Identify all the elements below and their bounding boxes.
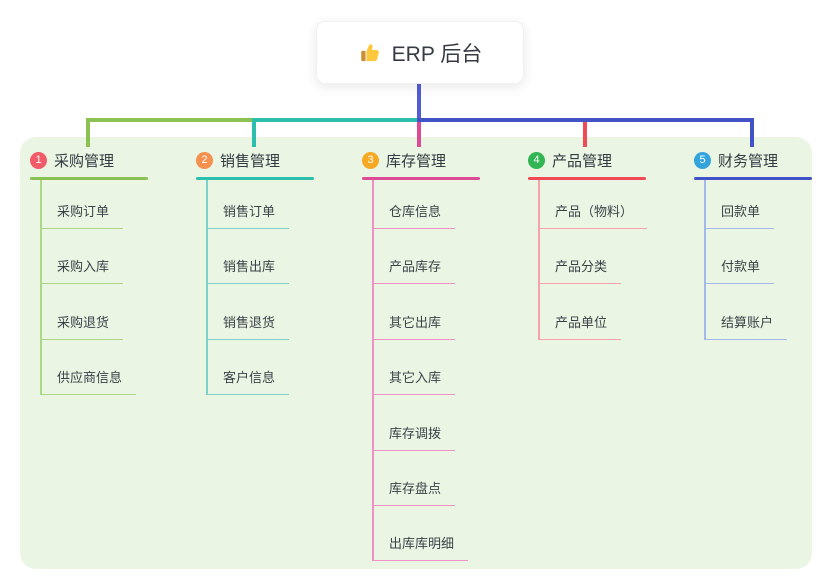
child-node[interactable]: 产品库存 — [372, 257, 456, 284]
connector-horizontal-sales — [252, 118, 421, 122]
branch-purchase-underline — [30, 177, 148, 180]
branch-inventory-label: 库存管理 — [386, 152, 447, 170]
branch-finance-child-line — [704, 180, 706, 340]
branch-sales-header[interactable]: 2 销售管理 — [196, 148, 314, 172]
branch-sales: 2 销售管理 销售订单 销售出库 销售退货 客户信息 — [196, 148, 314, 395]
branch-purchase: 1 采购管理 采购订单 采购入库 采购退货 供应商信息 — [30, 148, 148, 395]
child-node[interactable]: 采购订单 — [40, 202, 124, 229]
child-node[interactable]: 产品（物料） — [538, 202, 648, 229]
child-node[interactable]: 出库库明细 — [372, 534, 469, 561]
child-node[interactable]: 产品单位 — [538, 313, 622, 340]
branch-finance-label: 财务管理 — [718, 152, 779, 170]
branch-inventory: 3 库存管理 仓库信息 产品库存 其它出库 其它入库 库存调拨 库存盘点 出库库… — [362, 148, 480, 561]
child-node[interactable]: 库存调拨 — [372, 424, 456, 451]
branch-purchase-header[interactable]: 1 采购管理 — [30, 148, 148, 172]
child-node[interactable]: 其它入库 — [372, 368, 456, 395]
branch-inventory-badge: 3 — [362, 151, 379, 169]
connector-drop-finance — [750, 118, 754, 147]
branch-product: 4 产品管理 产品（物料） 产品分类 产品单位 — [528, 148, 648, 340]
child-node[interactable]: 供应商信息 — [40, 368, 137, 395]
child-node[interactable]: 销售退货 — [206, 313, 290, 340]
connector-drop-sales — [252, 118, 256, 147]
child-node[interactable]: 客户信息 — [206, 368, 290, 395]
branch-finance: 5 财务管理 回款单 付款单 结算账户 — [694, 148, 812, 340]
child-node[interactable]: 付款单 — [704, 257, 775, 284]
branch-purchase-badge: 1 — [30, 151, 47, 169]
branch-sales-child-line — [206, 180, 208, 395]
branch-product-child-line — [538, 180, 540, 340]
connector-root-stub — [417, 82, 421, 122]
root-node-label: ERP 后台 — [391, 42, 483, 66]
connector-horizontal-purchase — [86, 118, 254, 122]
child-node[interactable]: 回款单 — [704, 202, 775, 229]
child-node[interactable]: 仓库信息 — [372, 202, 456, 229]
connector-drop-purchase — [86, 118, 90, 147]
child-node[interactable]: 采购入库 — [40, 257, 124, 284]
connector-drop-product — [583, 122, 587, 147]
child-node[interactable]: 产品分类 — [538, 257, 622, 284]
branch-purchase-child-line — [40, 180, 42, 395]
branch-sales-underline — [196, 177, 314, 180]
branch-product-badge: 4 — [528, 151, 545, 169]
branch-product-underline — [528, 177, 646, 180]
branch-inventory-header[interactable]: 3 库存管理 — [362, 148, 480, 172]
root-node[interactable]: ERP 后台 — [316, 21, 524, 84]
child-node[interactable]: 库存盘点 — [372, 479, 456, 506]
branch-inventory-child-line — [372, 180, 374, 561]
branch-sales-badge: 2 — [196, 151, 213, 169]
branch-finance-header[interactable]: 5 财务管理 — [694, 148, 812, 172]
child-node[interactable]: 其它出库 — [372, 313, 456, 340]
connector-horizontal-finance — [417, 118, 754, 122]
child-node[interactable]: 采购退货 — [40, 313, 124, 340]
thumbs-up-icon — [358, 41, 382, 65]
branch-purchase-label: 采购管理 — [54, 152, 115, 170]
child-node[interactable]: 销售出库 — [206, 257, 290, 284]
connector-drop-inventory — [417, 122, 421, 147]
branch-finance-badge: 5 — [694, 151, 711, 169]
branch-product-label: 产品管理 — [552, 152, 613, 170]
branch-finance-underline — [694, 177, 812, 180]
child-node[interactable]: 销售订单 — [206, 202, 290, 229]
branch-sales-label: 销售管理 — [220, 152, 281, 170]
branches-panel — [20, 137, 812, 569]
branch-inventory-underline — [362, 177, 480, 180]
branch-product-header[interactable]: 4 产品管理 — [528, 148, 646, 172]
child-node[interactable]: 结算账户 — [704, 313, 788, 340]
